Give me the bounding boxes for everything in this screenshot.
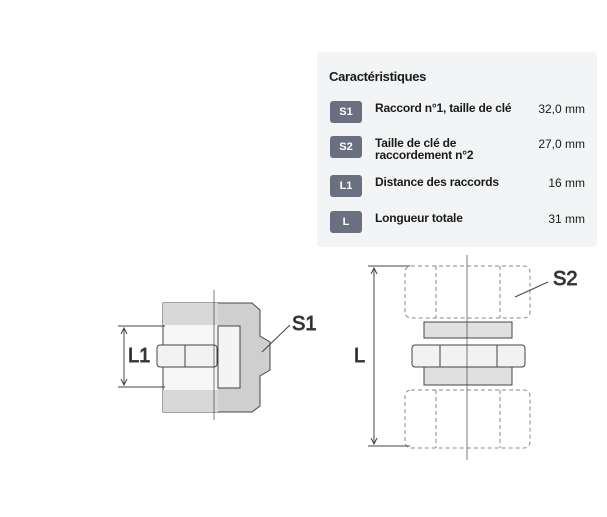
left-fitting-drawing: L1 S1 bbox=[118, 290, 317, 420]
spec-label: Longueur totale bbox=[375, 211, 463, 225]
right-fitting-drawing: L S2 bbox=[354, 255, 578, 460]
spec-badge: L bbox=[330, 211, 362, 233]
spec-badge: S1 bbox=[330, 101, 362, 123]
spec-badge: L1 bbox=[330, 175, 362, 197]
spec-value: 27,0 mm bbox=[538, 137, 585, 151]
l1-label: L1 bbox=[128, 345, 150, 367]
spec-badge: S2 bbox=[330, 136, 362, 158]
panel-title: Caractéristiques bbox=[329, 69, 427, 84]
spec-value: 16 mm bbox=[548, 176, 585, 190]
s2-label: S2 bbox=[553, 268, 577, 290]
spec-label: Taille de clé de raccordement n°2 bbox=[375, 136, 474, 162]
characteristics-panel: Caractéristiques S1 Raccord n°1, taille … bbox=[317, 52, 597, 247]
spec-value: 31 mm bbox=[548, 212, 585, 226]
spec-label: Raccord n°1, taille de clé bbox=[375, 101, 512, 115]
spec-label: Distance des raccords bbox=[375, 175, 499, 189]
spec-value: 32,0 mm bbox=[538, 102, 585, 116]
l-label: L bbox=[354, 345, 365, 367]
s1-label: S1 bbox=[292, 313, 316, 335]
